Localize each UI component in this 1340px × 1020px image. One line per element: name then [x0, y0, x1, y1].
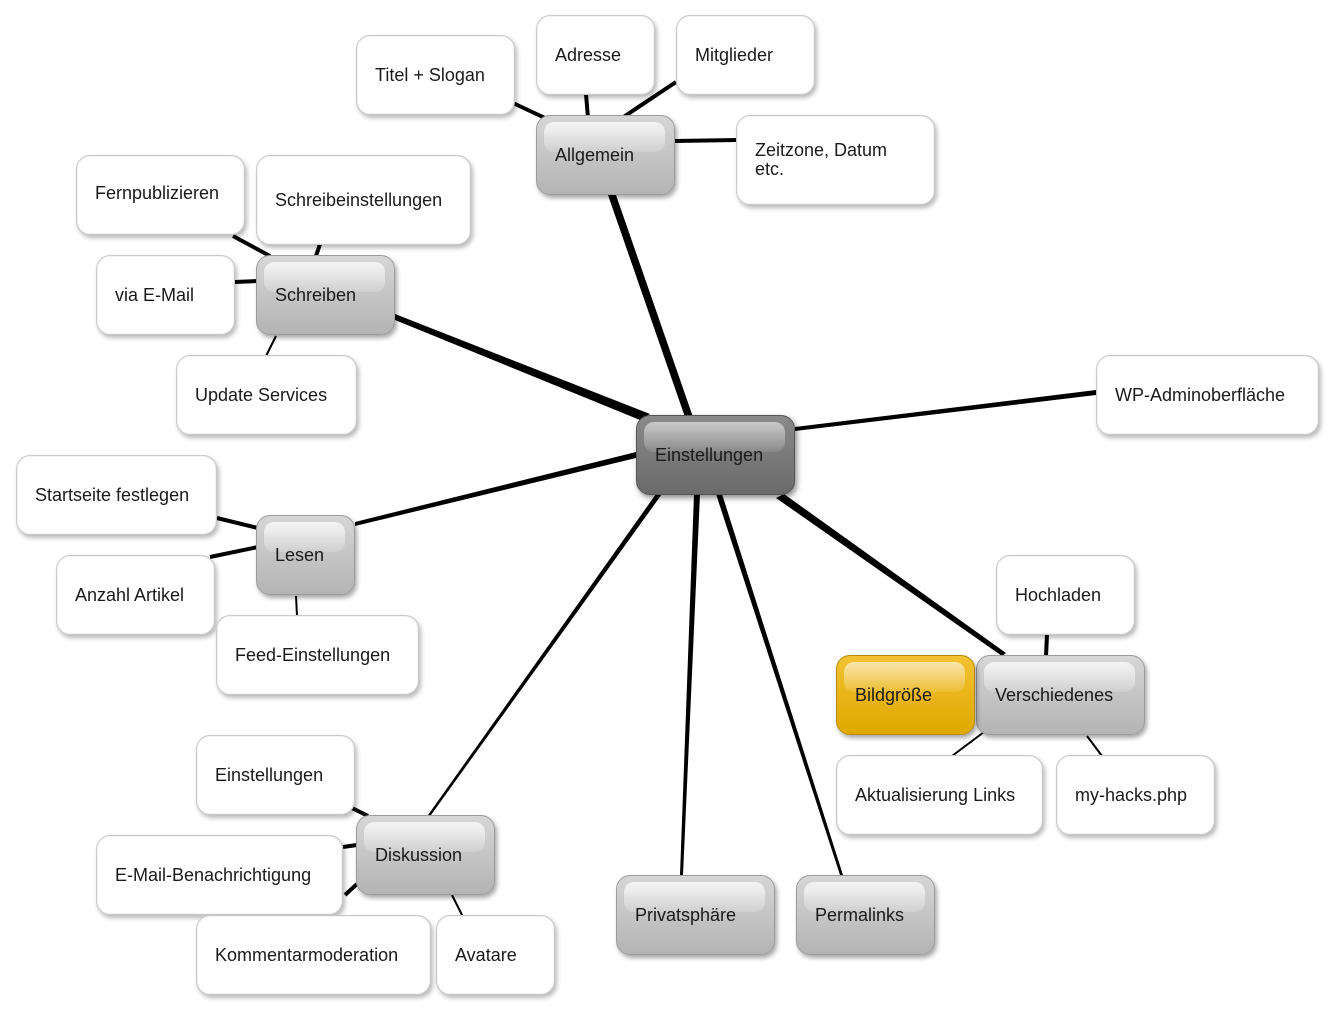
node-label: Adresse	[555, 44, 622, 65]
edge-einstellungen-allgemein	[608, 195, 694, 420]
edge-einstellungen-schreiben	[395, 314, 650, 420]
leaf-node-adresse[interactable]: Adresse	[536, 15, 655, 95]
edge-diskussion-avatare	[451, 894, 464, 918]
node-label: Avatare	[455, 944, 517, 965]
edge-schreiben-fernpublizieren	[232, 234, 271, 258]
edge-schreiben-update-services	[265, 335, 277, 357]
edge-einstellungen-diskussion	[428, 494, 662, 815]
leaf-node-hochladen[interactable]: Hochladen	[996, 555, 1135, 635]
category-node-schreiben[interactable]: Schreiben	[256, 255, 395, 335]
node-label: Diskussion	[375, 844, 463, 865]
leaf-node-disk-einstellungen[interactable]: Einstellungen	[196, 735, 355, 815]
edge-einstellungen-privatsphaere	[680, 494, 700, 875]
node-label: Update Services	[195, 384, 328, 405]
category-node-privatsphaere[interactable]: Privatsphäre	[616, 875, 775, 955]
node-label: Feed-Einstellungen	[235, 644, 391, 665]
node-label: Permalinks	[815, 904, 905, 925]
leaf-node-mitglieder[interactable]: Mitglieder	[676, 15, 815, 95]
node-label: Aktualisierung Links	[855, 784, 1016, 805]
edge-einstellungen-verschiedenes	[776, 494, 1006, 656]
edge-allgemein-titel	[512, 101, 546, 120]
edge-einstellungen-permalinks	[716, 494, 843, 875]
node-label: Verschiedenes	[995, 684, 1114, 705]
node-label: Fernpublizieren	[95, 182, 220, 203]
node-label: E-Mail-Benachrichtigung	[115, 864, 312, 885]
node-label: Titel + Slogan	[375, 64, 485, 85]
category-node-lesen[interactable]: Lesen	[256, 515, 355, 595]
edge-allgemein-zeitzone	[674, 138, 738, 143]
node-label: Schreiben	[275, 284, 357, 305]
leaf-node-kommentarmoderation[interactable]: Kommentarmoderation	[196, 915, 431, 995]
node-label: Mitglieder	[695, 44, 774, 65]
edge-diskussion-einstellungen	[351, 806, 369, 818]
node-label: Lesen	[275, 544, 325, 565]
node-label: Zeitzone, Datum etc.	[755, 140, 888, 179]
root-node-einstellungen[interactable]: Einstellungen	[636, 415, 795, 495]
category-node-diskussion[interactable]: Diskussion	[356, 815, 495, 895]
leaf-node-anzahl-artikel[interactable]: Anzahl Artikel	[56, 555, 215, 635]
node-label: Bildgröße	[855, 684, 933, 705]
edge-allgemein-adresse	[584, 93, 590, 119]
edge-einstellungen-wp-admin	[795, 390, 1096, 431]
node-label: Einstellungen	[215, 764, 324, 785]
edge-verschiedenes-hochladen	[1044, 634, 1049, 657]
category-node-allgemein[interactable]: Allgemein	[536, 115, 675, 195]
leaf-node-feed-einstellungen[interactable]: Feed-Einstellungen	[216, 615, 419, 695]
leaf-node-bildgroesse[interactable]: Bildgröße	[836, 655, 975, 735]
node-label: Kommentarmoderation	[215, 944, 399, 965]
leaf-node-aktualisierung-links[interactable]: Aktualisierung Links	[836, 755, 1043, 835]
leaf-node-fernpublizieren[interactable]: Fernpublizieren	[76, 155, 245, 235]
edge-diskussion-email	[342, 843, 358, 849]
node-label: Startseite festlegen	[35, 484, 190, 505]
edge-lesen-startseite	[216, 516, 259, 530]
node-label: Privatsphäre	[635, 904, 737, 925]
edge-diskussion-kommentar	[343, 882, 359, 897]
leaf-node-schreibeinstellungen[interactable]: Schreibeinstellungen	[256, 155, 471, 245]
leaf-node-via-email[interactable]: via E-Mail	[96, 255, 235, 335]
edge-verschiedenes-aktualisierung	[951, 731, 985, 757]
node-label: via E-Mail	[115, 284, 195, 305]
edge-schreiben-via-email	[234, 279, 258, 284]
category-node-permalinks[interactable]: Permalinks	[796, 875, 935, 955]
node-label: my-hacks.php	[1075, 784, 1188, 805]
leaf-node-zeitzone[interactable]: Zeitzone, Datum etc.	[736, 115, 935, 205]
edge-verschiedenes-myhacks	[1086, 735, 1103, 757]
leaf-node-startseite[interactable]: Startseite festlegen	[16, 455, 217, 535]
node-label: Allgemein	[555, 144, 635, 165]
node-label: Einstellungen	[655, 444, 764, 465]
edge-schreiben-schreibeinstellungen	[314, 243, 322, 257]
edge-allgemein-mitglieder	[620, 80, 678, 120]
leaf-node-titel-slogan[interactable]: Titel + Slogan	[356, 35, 515, 115]
leaf-node-my-hacks[interactable]: my-hacks.php	[1056, 755, 1215, 835]
edge-einstellungen-lesen	[355, 452, 636, 526]
node-label: WP-Adminoberfläche	[1115, 384, 1286, 405]
leaf-node-avatare[interactable]: Avatare	[436, 915, 555, 995]
leaf-node-update-services[interactable]: Update Services	[176, 355, 357, 435]
edge-lesen-anzahl	[209, 545, 259, 559]
node-label: Anzahl Artikel	[75, 584, 185, 605]
leaf-node-email-benachrichtigung[interactable]: E-Mail-Benachrichtigung	[96, 835, 343, 915]
category-node-verschiedenes[interactable]: Verschiedenes	[976, 655, 1145, 735]
edge-lesen-feed	[295, 595, 298, 617]
node-label: Schreibeinstellungen	[275, 189, 443, 210]
node-label: Hochladen	[1015, 584, 1102, 605]
leaf-node-wp-admin[interactable]: WP-Adminoberfläche	[1096, 355, 1319, 435]
